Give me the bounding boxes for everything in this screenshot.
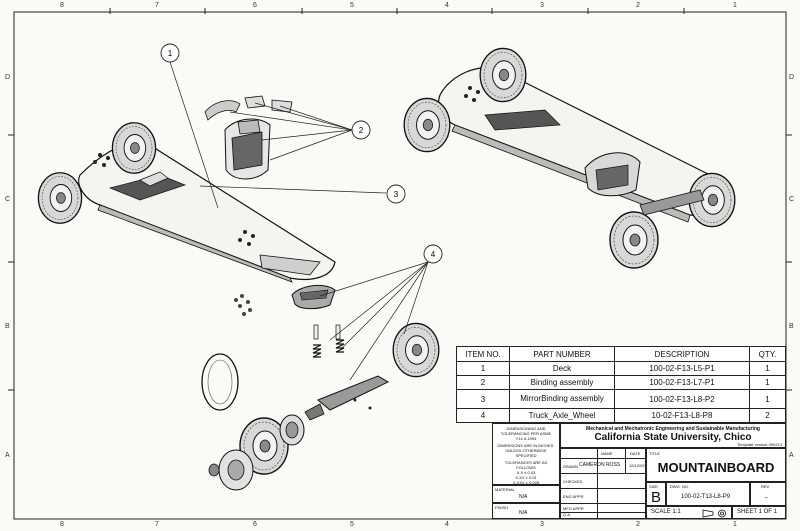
svg-text:1: 1 (168, 49, 173, 58)
balloon-2: 2 (352, 121, 370, 139)
tolerance-note-1: DIMENSIONING AND TOLERANCING PER ASME Y1… (495, 426, 557, 441)
table-row: 2 Binding assembly 100-02-F13-L7-P1 1 (457, 376, 786, 390)
bom-part-number: Truck_Axle_Wheel (510, 409, 615, 423)
rev-label: REV (761, 484, 769, 489)
finish-value: N/A (519, 510, 527, 516)
bom-qty: 1 (750, 376, 786, 390)
bom-item-no: 3 (457, 390, 510, 409)
bom-description: 100-02-F13-L7-P1 (615, 376, 750, 390)
checked-label: CHECKED (563, 479, 583, 484)
material-label: MATERIAL (495, 487, 515, 492)
title-label: TITLE (649, 451, 660, 456)
scale-cell: SCALE 1:1 (646, 506, 732, 519)
bom-header-row: ITEM NO. PART NUMBER DESCRIPTION QTY. (457, 347, 786, 362)
material-cell: MATERIAL N/A (492, 485, 560, 503)
dwg-no-value: 100-02-T13-L8-P9 (681, 494, 730, 500)
eng-appr-label: ENG APPR (563, 494, 583, 499)
truck-exploded-parts (202, 285, 439, 490)
bom-item-no: 1 (457, 362, 510, 376)
bom-qty: 2 (750, 409, 786, 423)
drawing-title: MOUNTAINBOARD (647, 460, 785, 475)
balloon-4: 4 (424, 245, 442, 263)
svg-text:3: 3 (394, 190, 399, 199)
bom-part-number: Binding assembly (510, 376, 615, 390)
table-row: 1 Deck 100-02-F13-L5-P1 1 (457, 362, 786, 376)
bom-header-desc: DESCRIPTION (615, 347, 750, 362)
bom-header-qty: QTY. (750, 347, 786, 362)
finish-label: FINISH (495, 505, 508, 510)
right-board-assembly (404, 48, 735, 268)
drawn-name: CAMERON ROSS (579, 462, 620, 468)
table-row: 3 MirrorBinding assembly 100-02-F13-L8-P… (457, 390, 786, 409)
scale-value: SCALE 1:1 (651, 509, 681, 515)
drawn-date: 12/12/09 (629, 463, 645, 468)
left-board-assembly (38, 123, 335, 282)
university-header: Mechanical and Mechatronic Engineering a… (560, 423, 786, 448)
projection-symbol-icon (701, 508, 729, 518)
bom-part-number: MirrorBinding assembly (510, 390, 615, 409)
bom-item-no: 4 (457, 409, 510, 423)
bom-part-number: Deck (510, 362, 615, 376)
rev-cell: REV - (750, 482, 786, 506)
template-note: Template version 090213 (737, 442, 782, 447)
bom-item-no: 2 (457, 376, 510, 390)
bill-of-materials: ITEM NO. PART NUMBER DESCRIPTION QTY. 1 … (456, 346, 786, 423)
size-cell: SIZE B (646, 482, 666, 506)
tolerance-note-3: TOLERANCES ARE AS FOLLOWS (495, 460, 557, 470)
title-cell: TITLE MOUNTAINBOARD (646, 448, 786, 482)
sheet-value: SHEET 1 OF 1 (737, 509, 777, 515)
tolerance-note-2: DIMENSIONS ARE IN INCHES. UNLESS OTHERWI… (495, 443, 557, 458)
material-value: N/A (519, 494, 527, 500)
bom-description: 10-02-F13-L8-P8 (615, 409, 750, 423)
sheet-cell: SHEET 1 OF 1 (732, 506, 786, 519)
bom-header-item: ITEM NO. (457, 347, 510, 362)
bom-description: 100-02-F13-L8-P2 (615, 390, 750, 409)
bom-header-part: PART NUMBER (510, 347, 615, 362)
name-header: NAME (601, 451, 613, 456)
size-value: B (651, 489, 661, 506)
bom-qty: 1 (750, 362, 786, 376)
balloon-3: 3 (387, 185, 405, 203)
balloon-1: 1 (161, 44, 179, 62)
table-row: 4 Truck_Axle_Wheel 10-02-F13-L8-P8 2 (457, 409, 786, 423)
dwg-no-label: DWG. NO. (670, 484, 689, 489)
date-header: DATE (630, 451, 640, 456)
svg-text:2: 2 (359, 126, 364, 135)
finish-cell: FINISH N/A (492, 503, 560, 519)
bom-qty: 1 (750, 390, 786, 409)
bom-description: 100-02-F13-L5-P1 (615, 362, 750, 376)
approvals-grid: NAME DATE DRAWN CAMERON ROSS 12/12/09 CH… (560, 448, 646, 519)
mfg-appr-label: MFG APPR (563, 506, 584, 511)
drawn-label: DRAWN (563, 464, 578, 469)
qa-label: Q.A. (563, 512, 571, 517)
svg-text:4: 4 (431, 250, 436, 259)
rev-value: - (765, 493, 768, 502)
tolerance-block: DIMENSIONING AND TOLERANCING PER ASME Y1… (492, 423, 560, 485)
binding-exploded-parts (205, 96, 292, 179)
dwg-no-cell: DWG. NO. 100-02-T13-L8-P9 (666, 482, 750, 506)
